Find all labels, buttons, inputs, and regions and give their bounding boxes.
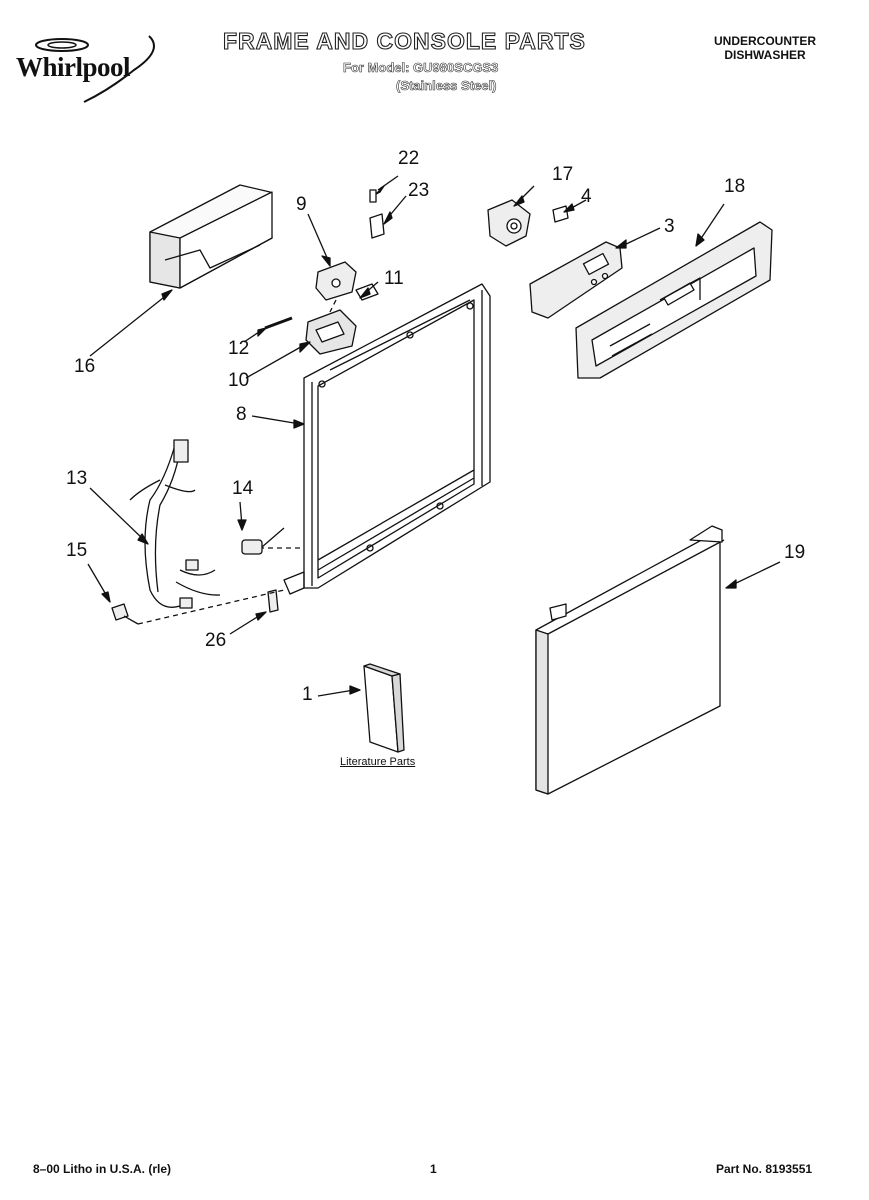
callout-9: 9 xyxy=(296,194,307,215)
whirlpool-logo: Whirlpool xyxy=(14,30,179,110)
callout-14: 14 xyxy=(232,478,254,499)
callout-26: 26 xyxy=(205,630,227,651)
part-14-sensor xyxy=(241,527,285,555)
part-26-clip xyxy=(267,589,279,613)
callout-12: 12 xyxy=(228,338,250,359)
part-17-switch xyxy=(487,199,531,247)
page-title: FRAME AND CONSOLE PARTS xyxy=(222,27,586,54)
part-8-door-frame xyxy=(283,283,491,595)
callout-10: 10 xyxy=(228,370,250,391)
finish-line: (Stainless Steel) xyxy=(396,78,497,94)
part-1-literature-booklet xyxy=(363,663,405,753)
callout-4: 4 xyxy=(581,186,592,207)
footer-page-number: 1 xyxy=(430,1162,437,1176)
footer-part-number: Part No. 8193551 xyxy=(716,1162,813,1176)
callout-11: 11 xyxy=(384,268,404,289)
part-4-part xyxy=(552,205,569,223)
part-19-door-panel xyxy=(535,525,725,795)
callout-17: 17 xyxy=(552,164,574,185)
product-type: UNDERCOUNTER DISHWASHER xyxy=(700,34,830,62)
model-line: For Model: GU980SCGS3 xyxy=(343,60,499,76)
assembly-dashed-lines xyxy=(137,299,337,625)
part-22-screw xyxy=(369,189,377,203)
callout-leaders xyxy=(87,175,781,697)
part-12-pin xyxy=(264,316,293,330)
callout-8: 8 xyxy=(236,404,247,425)
brand-logo-text: Whirlpool xyxy=(16,52,131,82)
logo-swirl-icon xyxy=(35,35,155,103)
part-23-clip xyxy=(369,213,385,239)
product-type-line1: UNDERCOUNTER xyxy=(714,34,816,48)
callout-18: 18 xyxy=(724,176,746,197)
callout-1: 1 xyxy=(302,684,313,705)
part-18-console xyxy=(575,221,773,379)
callout-22: 22 xyxy=(398,148,420,169)
literature-parts-label: Literature Parts xyxy=(340,756,416,768)
part-9-latch xyxy=(315,261,357,301)
part-10-strike-base xyxy=(305,309,357,355)
part-13-wire-harness xyxy=(129,439,221,609)
callout-23: 23 xyxy=(408,180,430,201)
callout-16: 16 xyxy=(74,356,96,377)
callout-3: 3 xyxy=(664,216,675,237)
callout-13: 13 xyxy=(66,468,88,489)
callout-15: 15 xyxy=(66,540,88,561)
product-type-line2: DISHWASHER xyxy=(724,48,806,62)
callout-19: 19 xyxy=(784,542,806,563)
footer-litho: 8–00 Litho in U.S.A. (rle) xyxy=(33,1162,172,1176)
part-16-cover xyxy=(149,184,273,289)
part-3-control-panel xyxy=(529,241,623,319)
part-15-screw xyxy=(111,603,139,625)
